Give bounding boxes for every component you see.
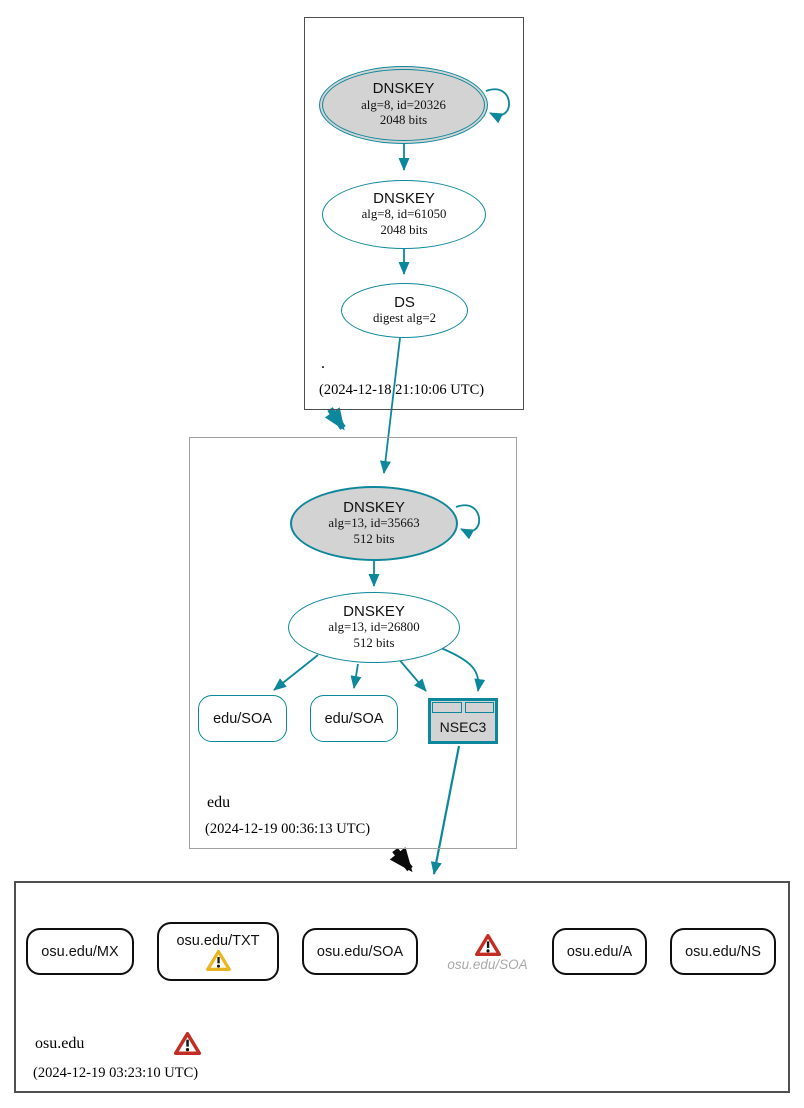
error-icon: [174, 1032, 202, 1055]
node-meta: digest alg=2: [372, 311, 437, 326]
node-edu-soa-2[interactable]: edu/SOA: [310, 695, 398, 742]
node-osu-edu-soa[interactable]: osu.edu/SOA: [302, 928, 418, 975]
zone-box-edu: edu (2024-12-19 00:36:13 UTC): [189, 437, 517, 849]
zone-timestamp-osu-edu: (2024-12-19 03:23:10 UTC): [33, 1065, 199, 1081]
node-osu-edu-soa-error[interactable]: osu.edu/SOA: [440, 928, 535, 978]
zone-label-edu: edu: [207, 794, 231, 811]
nsec3-cell: [464, 702, 494, 713]
node-title: DNSKEY: [343, 602, 405, 620]
zone-label-osu-edu: osu.edu: [35, 1034, 85, 1052]
node-meta: 2048 bits: [380, 222, 428, 237]
node-edu-dnskey-zsk[interactable]: DNSKEY alg=13, id=26800 512 bits: [288, 592, 460, 663]
node-meta: alg=8, id=61050: [361, 207, 447, 222]
node-edu-nsec3[interactable]: NSEC3: [428, 698, 498, 744]
node-label: osu.edu/SOA: [447, 957, 528, 972]
edge-delegation-root-to-edu: [324, 407, 346, 431]
node-root-ds[interactable]: DS digest alg=2: [341, 283, 468, 338]
zone-timestamp-edu: (2024-12-19 00:36:13 UTC): [205, 821, 371, 837]
node-osu-edu-a[interactable]: osu.edu/A: [552, 928, 647, 975]
edge-delegation-edu-to-osu: [389, 847, 413, 873]
node-meta: 512 bits: [353, 635, 395, 650]
node-label: osu.edu/TXT: [176, 932, 260, 949]
node-title: DNSKEY: [343, 498, 405, 516]
node-meta: alg=13, id=26800: [328, 620, 420, 635]
node-label: osu.edu/MX: [41, 943, 119, 960]
node-label: edu/SOA: [324, 710, 384, 727]
node-root-dnskey-ksk[interactable]: DNSKEY alg=8, id=20326 2048 bits: [319, 66, 488, 144]
nsec3-cells: [431, 701, 495, 713]
node-title: DS: [394, 293, 415, 311]
node-title: DNSKEY: [373, 189, 435, 207]
node-osu-edu-txt[interactable]: osu.edu/TXT: [157, 922, 279, 981]
warning-icon: [205, 949, 231, 971]
node-label: osu.edu/A: [566, 943, 633, 960]
node-meta: 2048 bits: [379, 113, 428, 128]
node-meta: alg=8, id=20326: [361, 97, 446, 112]
node-label: NSEC3: [439, 719, 487, 735]
node-edu-soa-1[interactable]: edu/SOA: [198, 695, 287, 742]
zone-label-root: .: [321, 355, 325, 372]
zone-box-osu-edu: osu.edu (2024-12-19 03:23:10 UTC): [14, 881, 790, 1093]
node-osu-edu-ns[interactable]: osu.edu/NS: [670, 928, 776, 975]
zone-timestamp-root: (2024-12-18 21:10:06 UTC): [319, 382, 485, 398]
node-title: DNSKEY: [372, 80, 435, 98]
node-meta: 512 bits: [353, 531, 395, 546]
node-meta: alg=13, id=35663: [328, 516, 420, 531]
node-osu-edu-mx[interactable]: osu.edu/MX: [26, 928, 134, 975]
zone-box-root: . (2024-12-18 21:10:06 UTC): [304, 17, 524, 410]
node-edu-dnskey-ksk[interactable]: DNSKEY alg=13, id=35663 512 bits: [290, 486, 458, 561]
node-label: osu.edu/SOA: [316, 943, 404, 960]
error-icon: [474, 934, 501, 956]
node-root-dnskey-zsk[interactable]: DNSKEY alg=8, id=61050 2048 bits: [322, 180, 486, 249]
node-label: edu/SOA: [213, 710, 272, 727]
node-label: osu.edu/NS: [685, 943, 761, 960]
nsec3-cell: [432, 702, 462, 713]
